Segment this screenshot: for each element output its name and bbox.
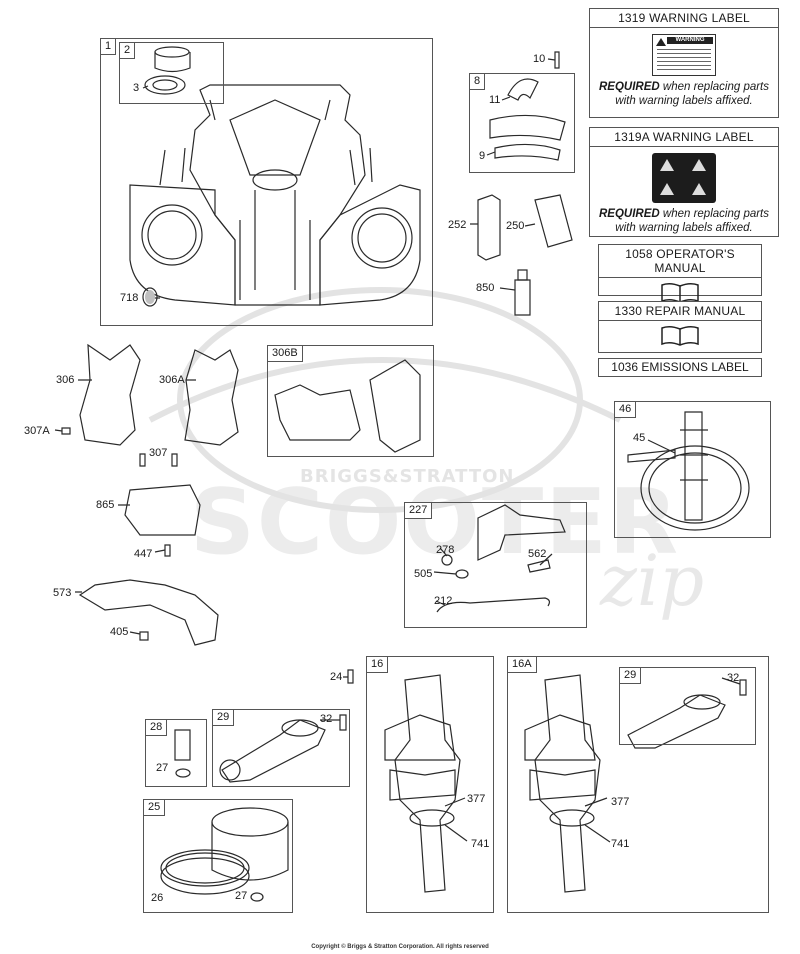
- watermark-zip: zip: [600, 540, 705, 622]
- box-28-number: 28: [146, 720, 168, 736]
- box-1-number: 1: [101, 39, 117, 55]
- box-8-number: 8: [470, 74, 486, 90]
- box-46-number: 46: [615, 402, 637, 418]
- label-306a: 306A: [159, 374, 185, 386]
- label-252: 252: [448, 219, 467, 231]
- box-8-breather: 8: [469, 73, 575, 173]
- label-377-right: 377: [611, 796, 630, 808]
- label-741-right: 741: [611, 838, 630, 850]
- box-16-number: 16: [367, 657, 389, 673]
- box-227-number: 227: [405, 503, 433, 519]
- book-icon: [661, 325, 699, 346]
- label-573: 573: [53, 587, 72, 599]
- panel-1036-emissions-label: 1036 EMISSIONS LABEL: [598, 358, 762, 377]
- hazard-icon-1: [660, 159, 674, 171]
- panel-1319-title: 1319 WARNING LABEL: [590, 9, 778, 28]
- label-562: 562: [528, 548, 547, 560]
- box-1-cylinder-block: 1: [100, 38, 433, 326]
- box-25-number: 25: [144, 800, 166, 816]
- watermark-brand: BRIGGS&STRATTON: [300, 466, 515, 487]
- box-29-conrod-left: 29: [212, 709, 350, 787]
- pictogram-sticker: [652, 153, 716, 203]
- box-306b-number: 306B: [268, 346, 303, 362]
- label-27-pin: 27: [156, 762, 169, 774]
- panel-1036-title: 1036 EMISSIONS LABEL: [611, 360, 749, 374]
- panel-1319-warning-label: 1319 WARNING LABEL WARNING REQUIRED when…: [589, 8, 779, 118]
- hazard-icon-4: [692, 183, 706, 195]
- panel-1058-title: 1058 OPERATOR'S MANUAL: [599, 245, 761, 278]
- label-24: 24: [330, 671, 343, 683]
- box-16a-crankshaft: 16A: [507, 656, 769, 913]
- panel-1319-note: REQUIRED when replacing parts with warni…: [598, 81, 770, 107]
- label-26: 26: [151, 892, 164, 904]
- box-16-crankshaft: 16: [366, 656, 494, 913]
- label-741-left: 741: [471, 838, 490, 850]
- box-25-piston: 25: [143, 799, 293, 913]
- label-865: 865: [96, 499, 115, 511]
- label-32-right: 32: [727, 672, 740, 684]
- box-29-conrod-right: 29: [619, 667, 756, 745]
- box-28-piston-pin: 28: [145, 719, 207, 787]
- box-46-camshaft: 46: [614, 401, 771, 538]
- copyright-footer: Copyright © Briggs & Stratton Corporatio…: [311, 944, 489, 950]
- label-32-left: 32: [320, 713, 333, 725]
- box-227-governor: 227: [404, 502, 587, 628]
- panel-1319a-warning-label: 1319A WARNING LABEL REQUIRED when replac…: [589, 127, 779, 237]
- panel-1319a-title: 1319A WARNING LABEL: [590, 128, 778, 147]
- box-2-number: 2: [120, 43, 136, 59]
- warning-lines-icon: [657, 49, 711, 71]
- label-307: 307: [149, 447, 168, 459]
- label-850: 850: [476, 282, 495, 294]
- label-10: 10: [533, 53, 546, 65]
- label-11: 11: [489, 94, 501, 106]
- panel-1330-repair-manual: 1330 REPAIR MANUAL: [598, 301, 762, 353]
- label-306: 306: [56, 374, 75, 386]
- label-3: 3: [133, 82, 140, 94]
- label-505: 505: [414, 568, 433, 580]
- box-306b-shroud: 306B: [267, 345, 434, 457]
- hazard-icon-3: [660, 183, 674, 195]
- label-307a: 307A: [24, 425, 50, 437]
- box-2-bushing: 2: [119, 42, 224, 104]
- warning-triangle-icon: [656, 38, 666, 46]
- label-377-left: 377: [467, 793, 486, 805]
- label-212: 212: [434, 595, 453, 607]
- watermark-scooter: SCOOTER: [190, 470, 681, 575]
- box-29-right-number: 29: [620, 668, 642, 684]
- panel-1058-operators-manual: 1058 OPERATOR'S MANUAL: [598, 244, 762, 303]
- hazard-icon-2: [692, 159, 706, 171]
- label-278: 278: [436, 544, 455, 556]
- box-29-left-number: 29: [213, 710, 235, 726]
- label-447: 447: [134, 548, 153, 560]
- label-718: 718: [120, 292, 139, 304]
- panel-1319a-note: REQUIRED when replacing parts with warni…: [598, 208, 770, 234]
- label-27-piston: 27: [235, 890, 248, 902]
- panel-1330-title: 1330 REPAIR MANUAL: [599, 302, 761, 321]
- warning-sticker-title: WARNING: [667, 37, 713, 44]
- label-250: 250: [506, 220, 525, 232]
- warning-sticker: WARNING: [652, 34, 716, 76]
- label-9: 9: [479, 150, 486, 162]
- label-45: 45: [633, 432, 646, 444]
- box-16a-number: 16A: [508, 657, 537, 673]
- label-405: 405: [110, 626, 129, 638]
